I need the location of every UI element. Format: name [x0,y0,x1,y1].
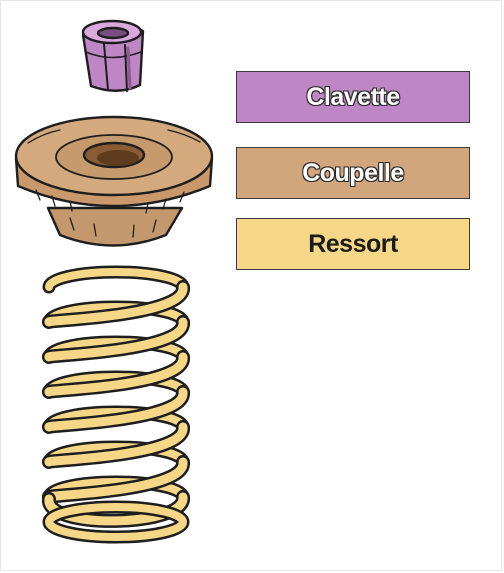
coupelle-bore-shadow [97,150,139,166]
clavette-bore [98,28,128,38]
label-ressort: Ressort [236,218,470,270]
ressort-illustration [49,272,183,537]
spring-coil-back-fill [49,272,183,287]
label-clavette-text: Clavette [306,83,399,112]
clavette-shade [128,48,130,88]
coupelle-hub [48,208,182,246]
label-coupelle-text: Coupelle [302,159,404,188]
valve-assembly-illustration [0,0,230,573]
label-coupelle: Coupelle [236,147,470,199]
label-clavette: Clavette [236,71,470,123]
label-ressort-text: Ressort [308,230,398,259]
clavette-illustration [83,21,143,91]
coupelle-illustration [16,117,212,246]
